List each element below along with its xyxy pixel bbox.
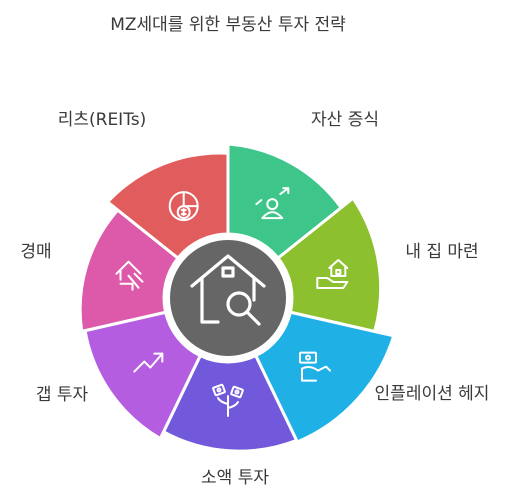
trend-up-icon — [133, 352, 164, 373]
segment-gap-investment[interactable] — [83, 310, 203, 441]
segment-wedge-gap-investment — [83, 310, 203, 441]
segment-inflation-hedge[interactable] — [253, 310, 396, 444]
segment-home-buying[interactable] — [275, 196, 383, 334]
segment-wedge-inflation-hedge — [253, 310, 396, 444]
segment-label-small-investment: 소액 투자 — [201, 468, 269, 488]
segment-label-asset-growth: 자산 증식 — [311, 110, 379, 130]
center-hub[interactable] — [166, 236, 290, 360]
segment-wedge-small-investment — [161, 353, 299, 453]
house-hammer-icon — [115, 260, 144, 291]
segment-label-auction: 경매 — [20, 242, 51, 262]
person-growth-icon — [255, 187, 290, 220]
segment-wedge-home-buying — [275, 196, 383, 334]
diagram-title: MZ세대를 위한 부동산 투자 전략 — [110, 15, 346, 35]
house-search-icon — [190, 254, 266, 326]
coins-plant-icon — [212, 383, 244, 417]
segment-label-inflation-hedge: 인플레이션 헤지 — [375, 384, 490, 404]
segment-label-reits: 리츠(REITs) — [58, 110, 147, 130]
money-hand-icon — [299, 351, 331, 382]
segment-small-investment[interactable] — [161, 353, 299, 453]
segment-label-gap-investment: 갭 투자 — [36, 385, 89, 405]
segment-reits[interactable] — [105, 151, 230, 261]
pie-coin-icon — [168, 191, 199, 222]
segment-ring — [78, 142, 396, 453]
segment-wedge-reits — [105, 151, 230, 261]
house-hand-icon — [316, 259, 349, 289]
segment-label-home-buying: 내 집 마련 — [405, 242, 478, 262]
